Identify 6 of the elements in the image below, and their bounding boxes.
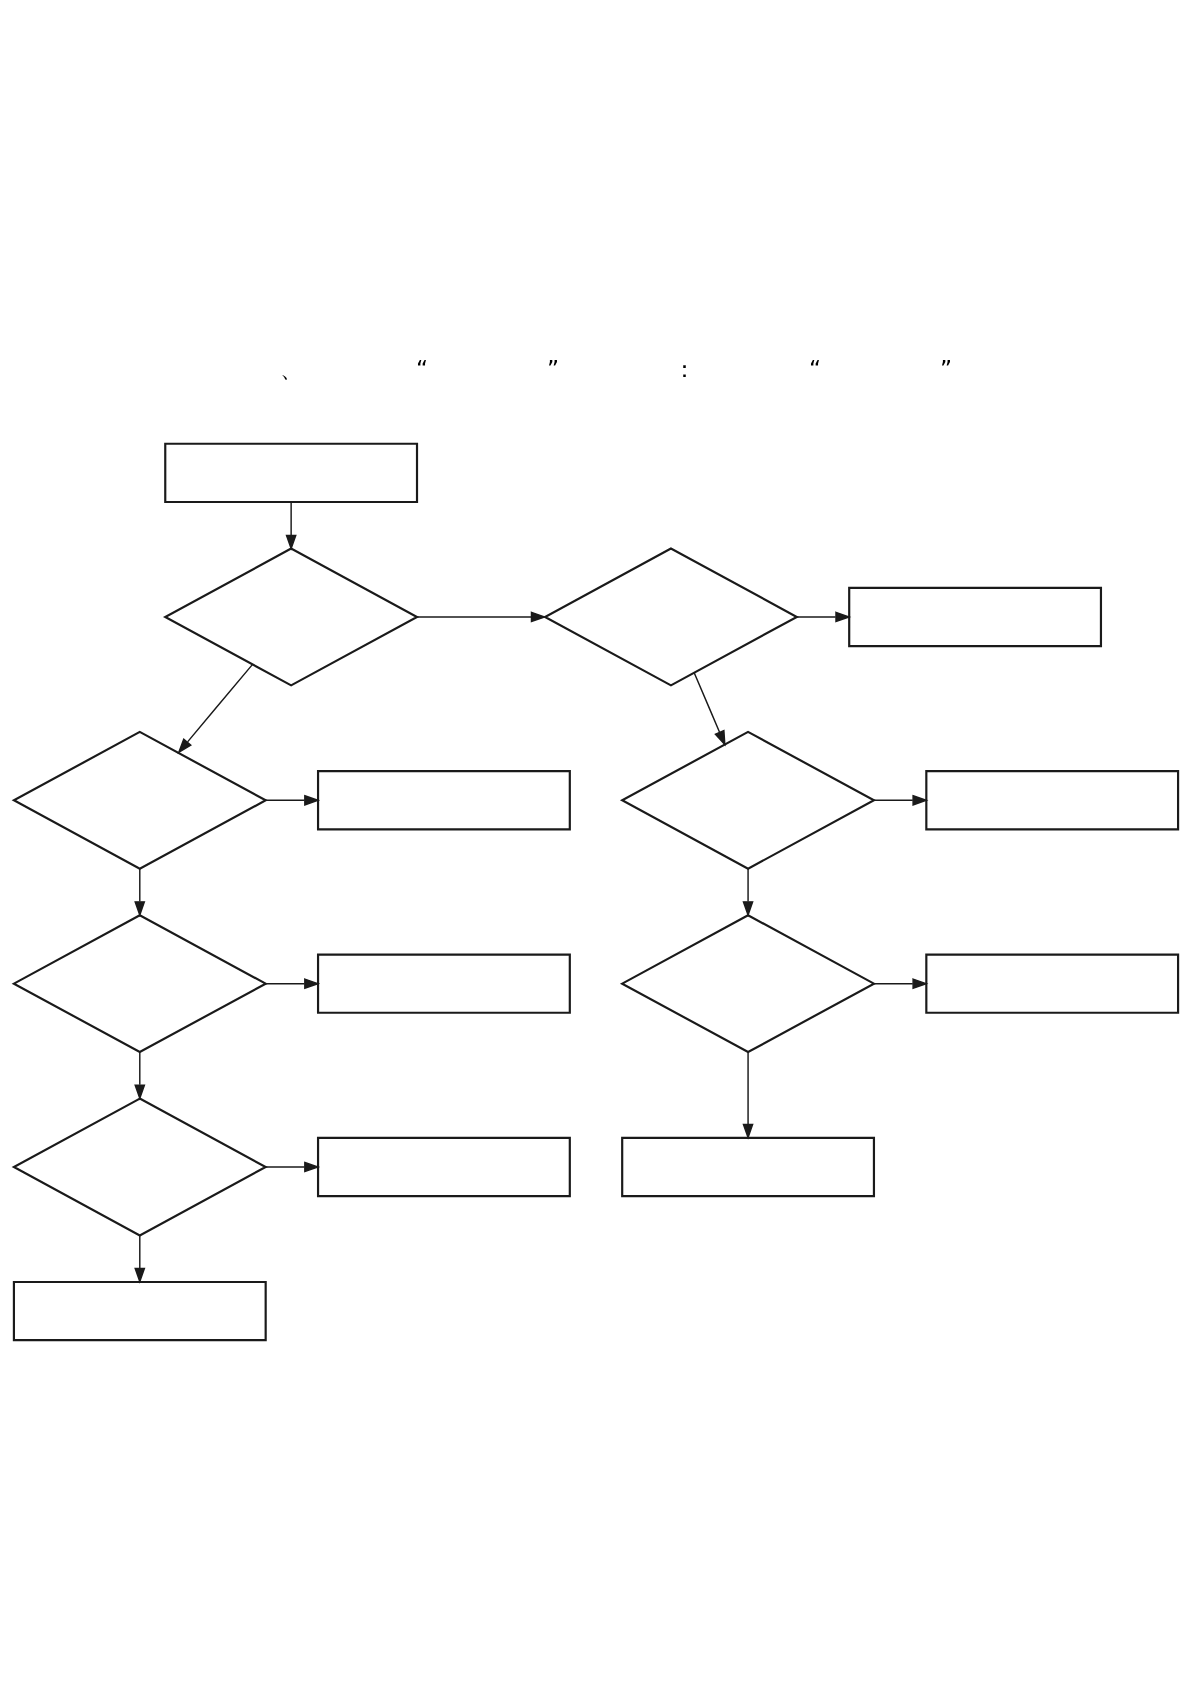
label: “ [416,354,429,382]
label: “ [808,354,822,382]
label: ” [547,354,560,382]
label: ： [672,354,696,382]
label: ” [939,354,953,382]
label: 、 [279,354,303,382]
